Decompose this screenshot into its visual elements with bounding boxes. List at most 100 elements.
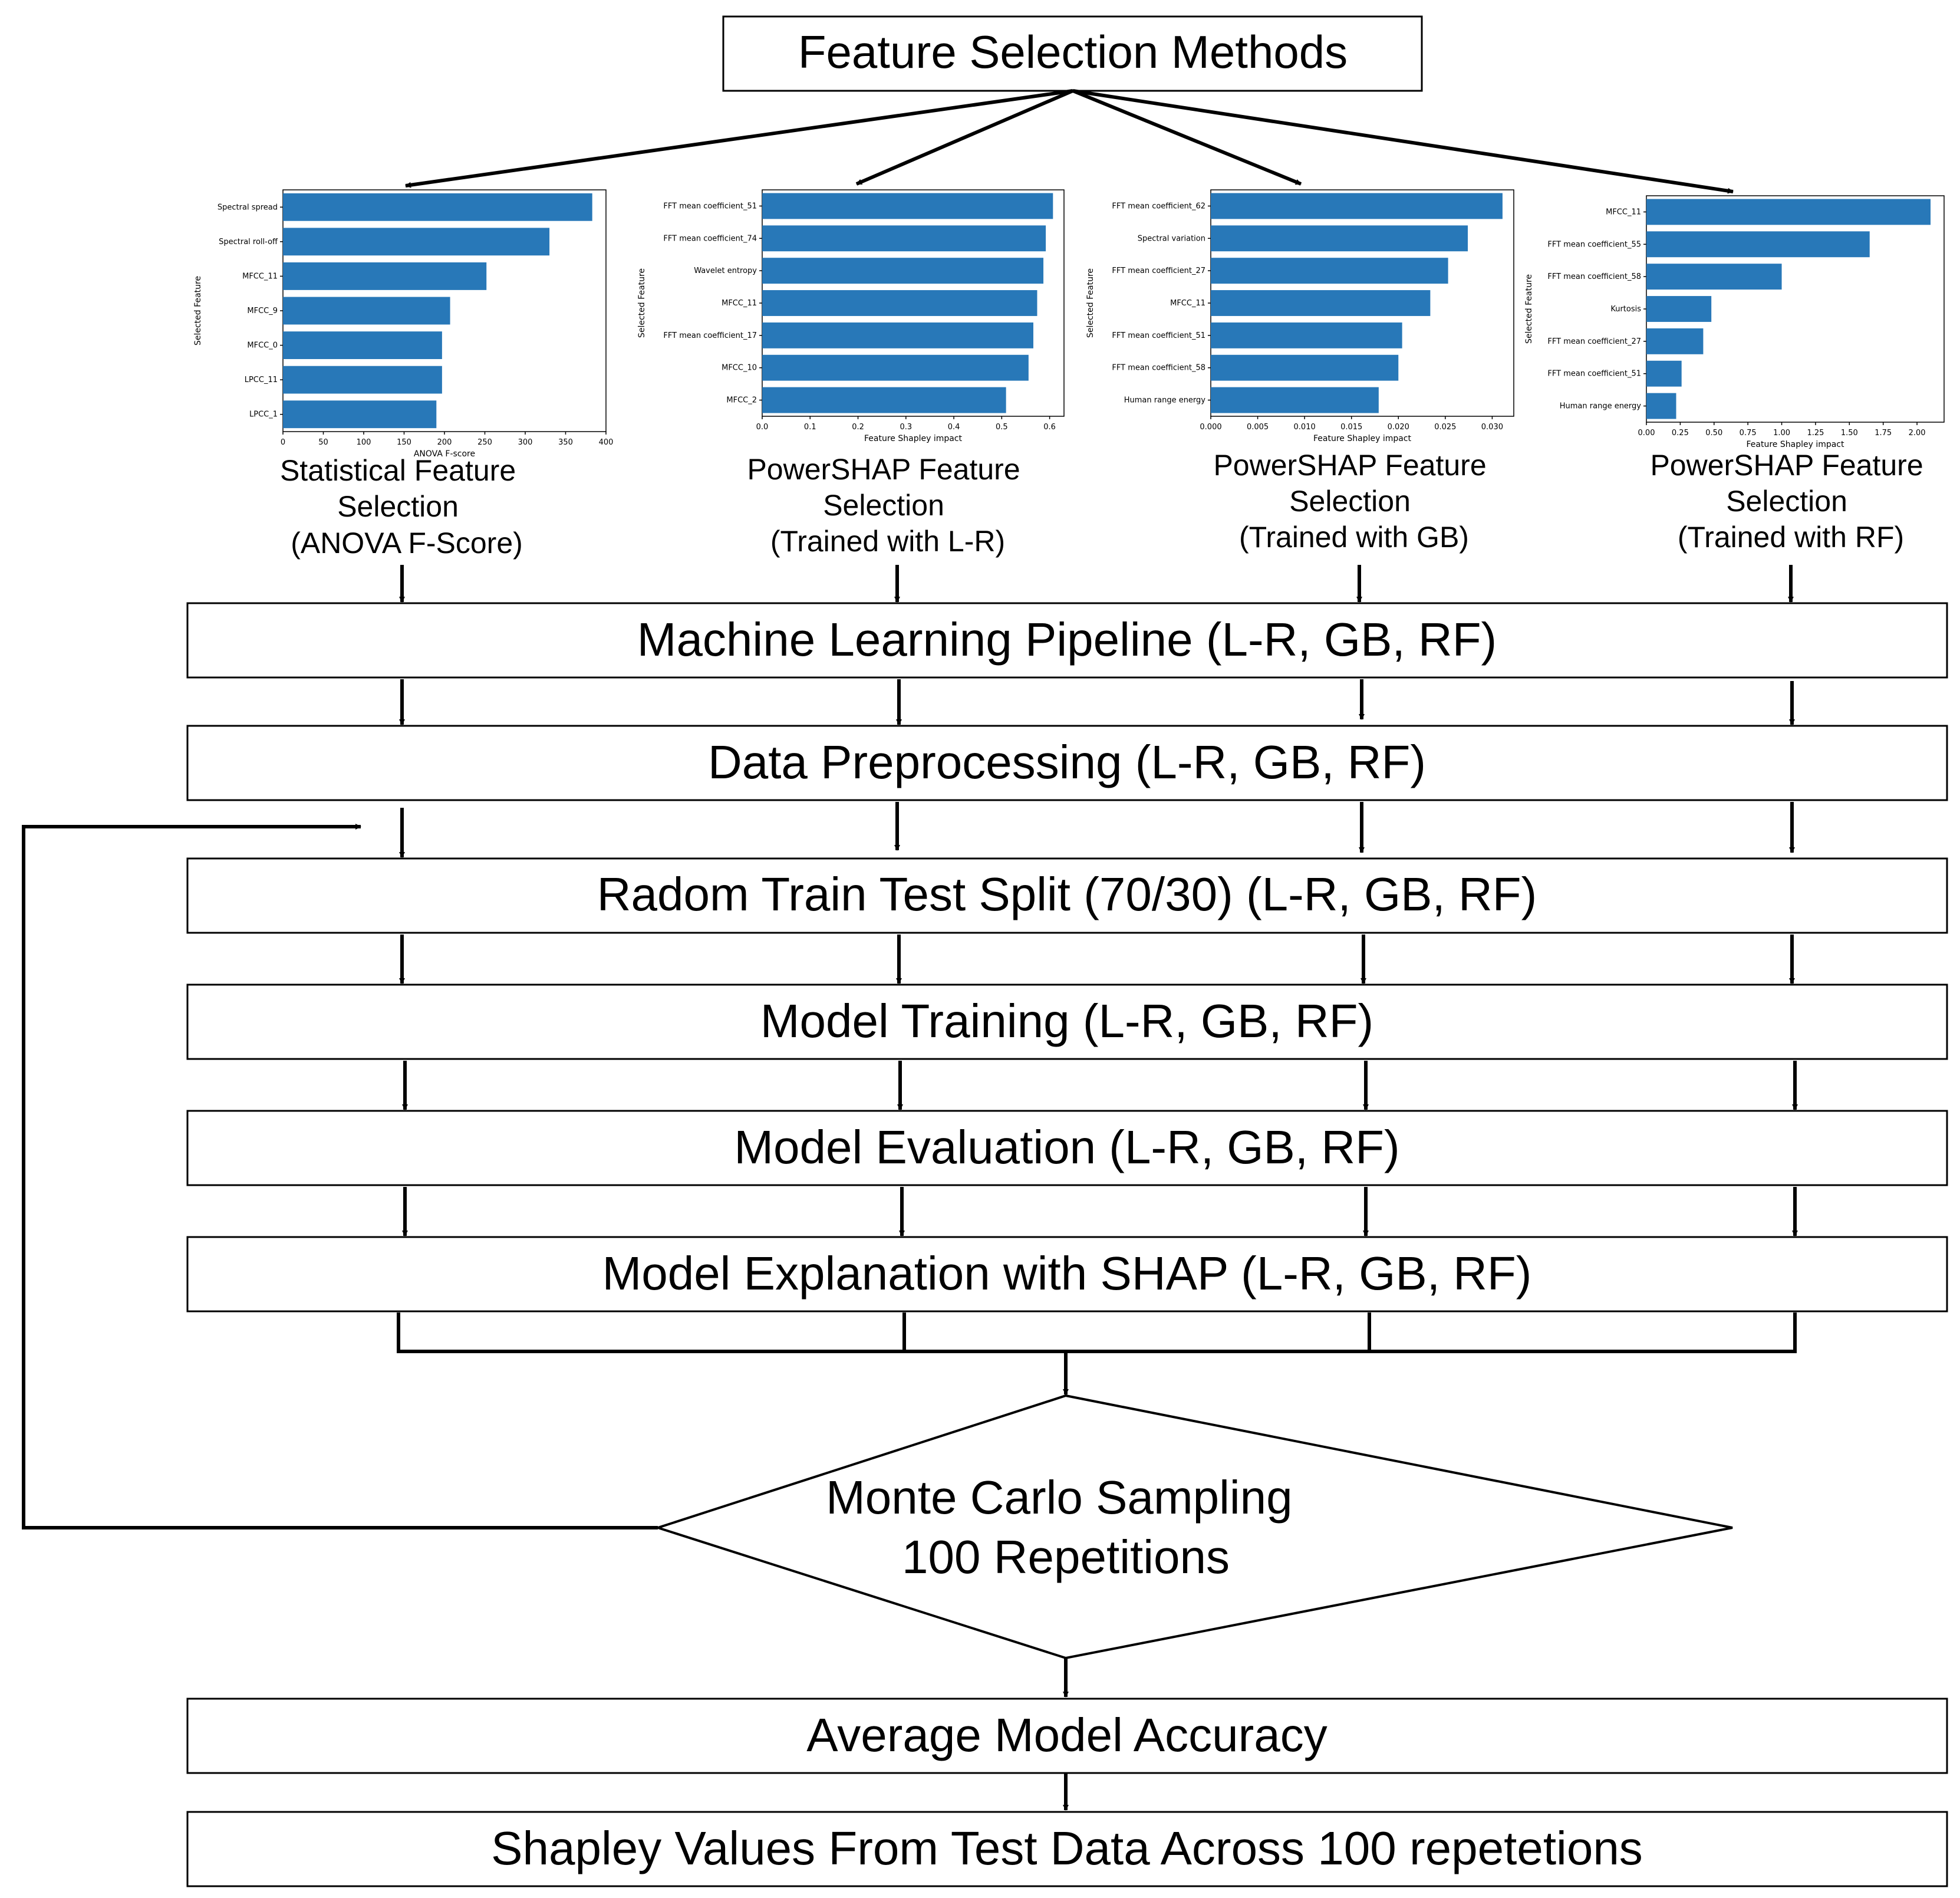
x-tick-label: 0.0 (756, 423, 769, 432)
y-tick-label: Kurtosis (1610, 305, 1641, 314)
y-axis-label: Selected Feature (1524, 274, 1534, 344)
x-tick-label: 350 (558, 438, 573, 447)
y-tick-label: FFT mean coefficient_17 (663, 331, 757, 340)
decision-node: Monte Carlo Sampling 100 Repetitions (654, 1394, 1733, 1660)
chart-bar (762, 387, 1006, 413)
chart-bar (762, 322, 1033, 348)
caption-2-line-1: PowerSHAP Feature (747, 453, 1020, 486)
chart-bar (1211, 322, 1402, 348)
step-1-label: Machine Learning Pipeline (L-R, GB, RF) (637, 613, 1497, 666)
caption-4-line-3: (Trained with RF) (1678, 521, 1904, 554)
y-tick-label: Spectral variation (1138, 234, 1205, 243)
chart-bar (283, 297, 450, 325)
x-tick-label: 0.015 (1340, 423, 1362, 432)
final-2-box (186, 1811, 1948, 1887)
step-2-box (186, 725, 1948, 801)
chart-bar (1211, 258, 1448, 284)
step-4-box (186, 983, 1948, 1060)
chart-bar (1211, 387, 1379, 413)
merge-bracket (397, 1313, 1797, 1353)
edge-loop-back (22, 824, 658, 1529)
y-tick-label: FFT mean coefficient_51 (1547, 370, 1641, 379)
step-3-label: Radom Train Test Split (70/30) (L-R, GB,… (597, 868, 1537, 920)
y-tick-label: FFT mean coefficient_51 (663, 202, 757, 210)
decision-line-2: 100 Repetitions (902, 1531, 1230, 1583)
caption-4: PowerSHAP Feature Selection (Trained wit… (1650, 449, 1931, 554)
y-axis-label: Selected Feature (1086, 268, 1095, 338)
x-tick-label: 1.25 (1807, 429, 1824, 438)
chart-bar (762, 290, 1037, 316)
y-axis-label: Selected Feature (193, 276, 203, 346)
y-tick-label: Spectral spread (218, 203, 278, 212)
y-tick-label: MFCC_0 (247, 341, 278, 350)
step-3-box (186, 857, 1948, 934)
chart-bar (1646, 296, 1712, 322)
chart-bar (1211, 225, 1468, 252)
x-tick-label: 2.00 (1909, 429, 1926, 438)
final-1-box (186, 1698, 1948, 1774)
x-axis-label: Feature Shapley impact (1747, 440, 1845, 449)
decision-line-1: Monte Carlo Sampling (826, 1471, 1292, 1524)
x-tick-label: 0.2 (852, 423, 864, 432)
y-tick-label: LPCC_11 (245, 376, 278, 384)
chart-bar (283, 366, 442, 394)
step-6-label: Model Explanation with SHAP (L-R, GB, RF… (602, 1247, 1532, 1300)
x-axis-label: Feature Shapley impact (864, 434, 963, 443)
y-tick-label: MFCC_10 (722, 364, 757, 373)
x-tick-label: 50 (318, 438, 328, 447)
x-tick-label: 0.6 (1043, 423, 1056, 432)
edge-title-chart-2 (855, 89, 1074, 186)
caption-1-line-3: (ANOVA F-Score) (291, 527, 523, 560)
chart-bar (283, 193, 592, 221)
step-1-box (186, 602, 1948, 679)
edge-title-chart-1 (405, 89, 1073, 188)
y-tick-label: Spectral roll-off (219, 238, 278, 246)
chart-bar (1646, 328, 1704, 354)
chart-bar (1646, 231, 1870, 258)
x-tick-label: 0.75 (1740, 429, 1757, 438)
y-tick-label: MFCC_9 (247, 307, 278, 315)
caption-3-line-1: PowerSHAP Feature (1213, 449, 1486, 482)
x-tick-label: 100 (357, 438, 371, 447)
y-tick-label: MFCC_11 (722, 299, 757, 308)
x-tick-label: 1.75 (1875, 429, 1892, 438)
x-tick-label: 0.00 (1638, 429, 1655, 438)
x-tick-label: 1.50 (1841, 429, 1858, 438)
chart-bar (1646, 199, 1931, 225)
x-tick-label: 0.1 (804, 423, 816, 432)
caption-2-line-2: Selection (823, 489, 944, 522)
edge-title-chart-3 (1072, 89, 1302, 186)
decision-diamond (654, 1394, 1733, 1660)
caption-3-line-3: (Trained with GB) (1239, 521, 1469, 554)
caption-4-line-2: Selection (1726, 485, 1847, 518)
caption-1-line-2: Selection (337, 490, 459, 523)
x-tick-label: 0.025 (1434, 423, 1456, 432)
caption-3-line-2: Selection (1289, 485, 1411, 518)
x-tick-label: 400 (599, 438, 614, 447)
x-tick-label: 0.020 (1388, 423, 1409, 432)
x-tick-label: 0 (281, 438, 285, 447)
y-tick-label: LPCC_1 (249, 410, 278, 419)
chart-bar (762, 225, 1046, 252)
caption-1-line-1: Statistical Feature (280, 454, 516, 487)
chart-bar (1646, 360, 1682, 387)
y-tick-label: FFT mean coefficient_27 (1112, 267, 1205, 275)
pipeline-steps (186, 602, 1948, 1887)
y-tick-label: MFCC_11 (1170, 299, 1205, 308)
caption-2: PowerSHAP Feature Selection (Trained wit… (747, 453, 1028, 558)
y-tick-label: FFT mean coefficient_62 (1112, 202, 1205, 210)
x-tick-label: 0.50 (1705, 429, 1722, 438)
caption-1: Statistical Feature Selection (ANOVA F-S… (280, 454, 524, 560)
title-node: Feature Selection Methods (722, 15, 1423, 92)
chart-bar (762, 258, 1044, 284)
step-6-box (186, 1236, 1948, 1313)
x-tick-label: 0.010 (1294, 423, 1316, 432)
y-tick-label: Human range energy (1560, 402, 1642, 411)
chart-bar (1646, 264, 1782, 290)
step-4-label: Model Training (L-R, GB, RF) (760, 995, 1373, 1047)
